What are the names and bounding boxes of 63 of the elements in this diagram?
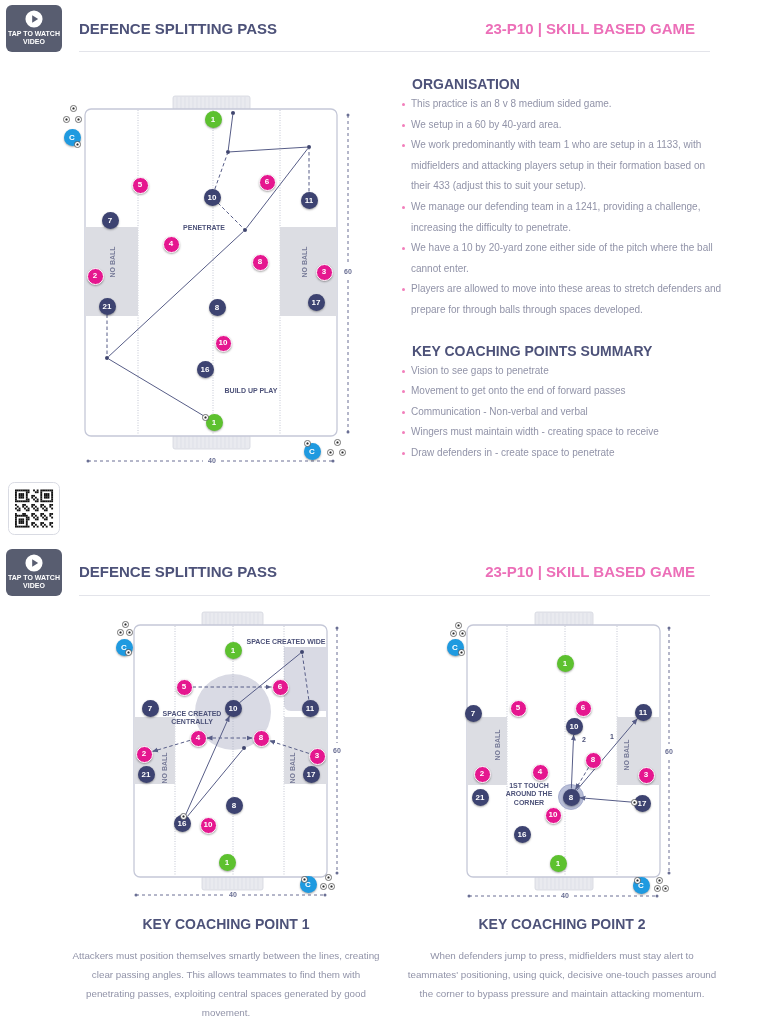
bullet-text: Communication - Non-verbal and verbal — [411, 405, 588, 417]
player-disc: 21 — [137, 765, 155, 783]
waypoint-dot — [243, 228, 247, 232]
waypoint-dot — [307, 145, 311, 149]
pass-line — [227, 114, 234, 151]
run-line — [217, 202, 245, 230]
pass-line — [107, 230, 245, 358]
paragraph-text: When defenders jump to press, midfielders must stay alert to teammates' positioning, using quick, decisive one-touch passes around the corner to bypass pressure and maintain attacking momentum. — [406, 949, 718, 1001]
player-disc: 3 — [315, 263, 333, 281]
waypoint-dot — [105, 356, 109, 360]
waypoint-dot — [300, 650, 304, 654]
run-arrow — [151, 739, 191, 753]
player-disc: 3 — [308, 747, 326, 765]
paragraph-text: Attackers must position themselves smartly between the lines, creating clear passing angles. This allows teammates to find them with penetrating passes, exploiting central spaces generated by good movement. — [71, 949, 381, 1020]
waypoint-dot — [242, 746, 246, 750]
no-ball-zone — [85, 227, 138, 316]
run-line — [106, 314, 108, 357]
section-heading: KEY COACHING POINT 1 — [142, 915, 310, 933]
pass-line — [229, 146, 308, 153]
pass-arrow — [576, 718, 638, 791]
coach-disc: C — [63, 128, 81, 146]
pass-line — [186, 749, 244, 817]
run-line — [214, 153, 228, 190]
bullet-text: Vision to see gaps to penetrate — [411, 364, 549, 376]
bullet-text: Wingers must maintain width - creating space to receive — [411, 426, 659, 438]
no-ball-zone — [617, 717, 660, 785]
player-disc: 2 — [135, 745, 153, 763]
no-ball-zone — [467, 717, 507, 785]
bullet-text: Draw defenders in - create space to penetrate — [411, 446, 615, 458]
run-arrow — [268, 740, 310, 754]
player-disc: 21 — [98, 297, 116, 315]
player-disc: 17 — [302, 765, 320, 783]
player-disc: 2 — [473, 765, 491, 783]
bullet-text: We setup in a 60 by 40-yard area. — [411, 118, 562, 130]
run-arrow — [192, 684, 272, 690]
bullet-text: This practice is an 8 v 8 medium sided game. — [411, 98, 612, 109]
player-disc: 2 — [86, 267, 104, 285]
bullet-text: We have a 10 by 20-yard zone either side of the pitch where the ball cannot enter. — [411, 242, 713, 274]
page-title: DEFENCE SPLITTING PASS — [79, 563, 278, 581]
subtitle: 23-P10 | SKILL BASED GAME — [485, 20, 695, 38]
section-heading: KEY COACHING POINTS SUMMARY — [412, 341, 653, 361]
pass-arrow — [570, 734, 576, 789]
pass-arrow — [184, 715, 231, 816]
no-ball-zone — [284, 717, 327, 784]
bullet-text: Players are allowed to move into these areas to stretch defenders and prepare for through balls through spaces developed. — [411, 283, 722, 315]
section-heading: KEY COACHING POINT 2 — [478, 915, 646, 933]
bullet-text: Movement to get onto the end of forward passes — [411, 385, 626, 397]
no-ball-zone — [280, 227, 337, 316]
run-arrow — [574, 766, 590, 791]
bullet-text: We manage our defending team in a 1241, providing a challenge, increasing the difficulty to penetrate. — [411, 200, 701, 233]
waypoint-dot — [226, 150, 230, 154]
subtitle: 23-P10 | SKILL BASED GAME — [485, 563, 695, 581]
waypoint-dot — [231, 111, 235, 115]
run-line — [308, 148, 310, 192]
run-arrow — [206, 735, 253, 741]
section-heading: ORGANISATION — [412, 75, 520, 94]
run-line — [301, 653, 310, 701]
pass-line — [245, 148, 309, 229]
page-title: DEFENCE SPLITTING PASS — [79, 20, 278, 38]
bullet-text: We work predominantly with team 1 who are setup in a 1133, with midfielders and attacking players setup in their formation based on their 433 (adjust this to suit your setup). — [411, 139, 706, 192]
player-disc: 17 — [307, 293, 325, 311]
player-disc: 3 — [637, 766, 655, 784]
pass-line — [239, 652, 301, 704]
